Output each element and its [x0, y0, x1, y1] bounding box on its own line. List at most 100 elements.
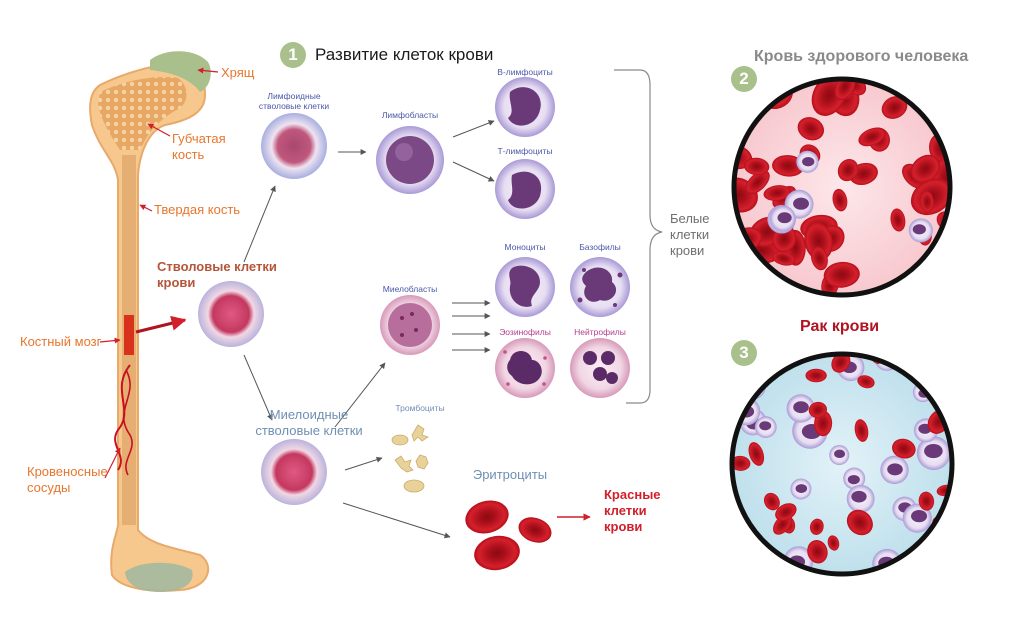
cartilage-top	[150, 51, 211, 92]
label-platelets: Тромбоциты	[395, 403, 445, 413]
white-blood-cell	[902, 503, 932, 533]
red-blood-cell	[763, 492, 780, 511]
white-blood-cell	[754, 416, 777, 438]
cancer-blood-circle	[729, 351, 955, 577]
red-blood-cell	[743, 157, 770, 176]
red-blood-cell	[748, 442, 765, 466]
red-blood-cell	[809, 518, 824, 535]
red-blood-cell	[918, 491, 935, 511]
white-blood-cell	[829, 445, 850, 466]
red-blood-cell	[858, 127, 886, 147]
label-marrow: Костный мозг	[20, 334, 102, 349]
lymphoblast-cell	[376, 126, 444, 194]
white-blood-cell	[786, 394, 815, 423]
lymphoid-stem-cell	[261, 113, 327, 179]
red-blood-cell	[771, 251, 796, 266]
cancer-title: Рак крови	[800, 318, 880, 335]
bone-pointers	[99, 67, 219, 479]
red-blood-cell	[805, 368, 827, 383]
label-b-lymph: В-лимфоциты	[497, 67, 553, 77]
white-cells-brace	[614, 69, 663, 404]
white-blood-cell	[843, 467, 866, 490]
development-title: Развитие клеток крови	[315, 45, 494, 64]
red-blood-cell	[832, 188, 848, 212]
red-blood-cell	[810, 246, 828, 271]
cartilage-bottom	[125, 562, 193, 592]
myeloblast-cell	[380, 295, 440, 355]
spongy-bone	[98, 76, 187, 150]
vessel-2	[123, 369, 133, 476]
eosinophil-cell	[495, 338, 555, 398]
label-erythrocytes: Эритроциты	[472, 467, 548, 482]
red-blood-cell	[808, 401, 827, 418]
red-blood-cell	[763, 185, 791, 201]
red-blood-cell	[772, 155, 805, 177]
label-monocytes: Моноциты	[504, 242, 546, 252]
red-blood-cell	[890, 208, 906, 232]
red-blood-cell	[837, 158, 859, 182]
label-hard-bone: Твердая кость	[154, 202, 241, 217]
red-blood-cell	[910, 154, 941, 183]
label-stem-1: Стволовые клетки	[157, 259, 277, 274]
label-myeloid-1: Миелоидные	[269, 407, 349, 422]
label-lymphoblasts: Лимфобласты	[381, 110, 439, 120]
red-blood-cell	[854, 419, 869, 442]
marrow-to-stem-arrow	[135, 315, 187, 334]
femur-bone	[89, 51, 211, 592]
red-blood-cell	[797, 117, 825, 141]
monocyte-cell	[495, 257, 555, 317]
white-blood-cell	[846, 484, 875, 513]
white-blood-cell	[908, 218, 933, 243]
label-spongy-1: Губчатая	[172, 131, 226, 146]
red-blood-cell	[920, 190, 934, 213]
red-blood-cell	[807, 539, 828, 564]
white-blood-cell	[916, 436, 951, 471]
white-blood-cell	[769, 205, 796, 232]
label-red-1: Красные	[604, 487, 661, 502]
badge-1: 1	[280, 42, 306, 68]
healthy-title: Кровь здорового человека	[754, 48, 969, 65]
label-lymphoid-2: стволовые клетки	[258, 101, 330, 111]
erythrocytes	[465, 500, 552, 571]
label-stem-2: крови	[157, 275, 196, 290]
label-basophils: Базофилы	[579, 242, 621, 252]
red-blood-cell	[804, 221, 833, 261]
label-vessels-1: Кровеносные	[27, 464, 108, 479]
label-spongy-2: кость	[172, 147, 205, 162]
badge-2: 2	[731, 66, 757, 92]
red-blood-cell	[945, 354, 952, 367]
label-lymphoid-1: Лимфоидные	[267, 91, 321, 101]
label-t-lymph: Т-лимфоциты	[497, 146, 553, 156]
label-eosinophils: Эозинофилы	[499, 327, 551, 337]
badge-3: 3	[731, 340, 757, 366]
red-blood-cell	[831, 354, 851, 373]
red-blood-cell	[732, 376, 746, 393]
myeloid-stem-cell	[261, 439, 327, 505]
label-cartilage: Хрящ	[221, 65, 255, 80]
b-lymphocyte-cell	[495, 77, 555, 137]
label-white-3: крови	[670, 243, 705, 258]
red-blood-cell	[827, 535, 840, 551]
white-blood-cell	[790, 478, 812, 500]
label-neutrophils: Нейтрофилы	[574, 327, 626, 337]
white-blood-cell	[880, 455, 909, 485]
healthy-blood-circle	[731, 76, 953, 298]
neutrophil-cell	[570, 338, 630, 398]
label-myeloblasts: Миелобласты	[382, 284, 438, 294]
red-blood-cell	[846, 509, 873, 536]
red-blood-cell	[892, 438, 916, 459]
red-blood-cell	[881, 96, 908, 119]
label-myeloid-2: стволовые клетки	[255, 423, 363, 438]
platelets	[391, 424, 429, 493]
red-blood-cell	[823, 261, 860, 288]
label-vessels-2: сосуды	[27, 480, 71, 495]
red-blood-cell	[857, 375, 875, 389]
t-lymphocyte-cell	[495, 159, 555, 219]
red-blood-cell	[775, 503, 797, 521]
white-blood-cell	[796, 150, 819, 173]
label-white-2: клетки	[670, 227, 710, 242]
label-white-1: Белые	[670, 211, 710, 226]
red-blood-cell	[732, 455, 751, 471]
marrow-section	[124, 315, 134, 355]
